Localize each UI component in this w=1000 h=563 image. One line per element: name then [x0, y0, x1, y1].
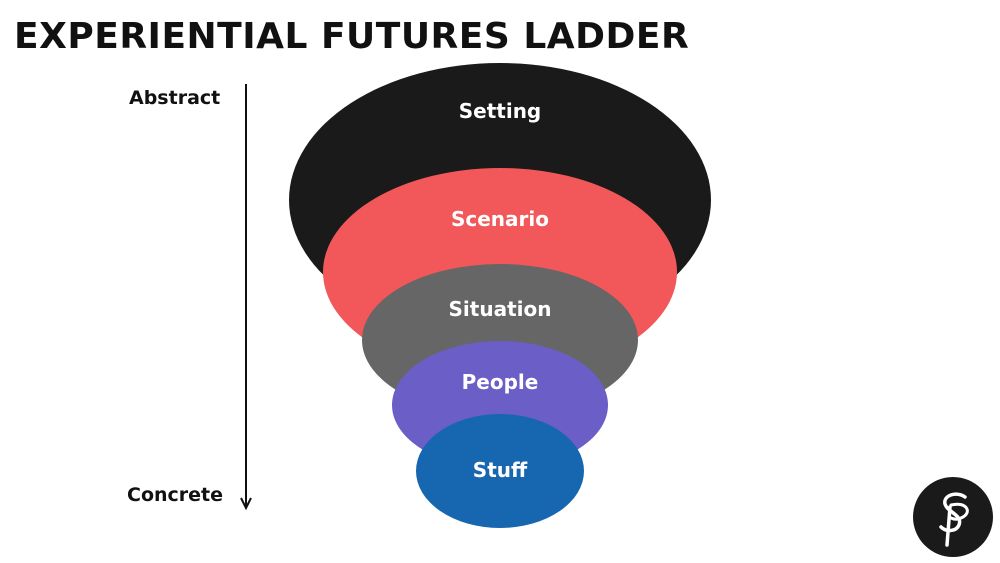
page-title: EXPERIENTIAL FUTURES LADDER — [14, 16, 690, 57]
abstract-to-concrete-arrow — [240, 84, 252, 511]
axis-label-abstract: Abstract — [129, 87, 221, 109]
level-scenario-label: Scenario — [451, 207, 549, 231]
level-stuff-label: Stuff — [473, 458, 528, 482]
level-setting-label: Setting — [459, 99, 542, 123]
level-situation-label: Situation — [449, 297, 552, 321]
level-stuff-shape — [416, 414, 584, 528]
logo-circle — [913, 477, 993, 557]
axis-label-concrete: Concrete — [127, 484, 224, 506]
level-stuff: Stuff — [416, 414, 584, 528]
sp-monogram-icon — [913, 477, 993, 557]
level-people-label: People — [462, 370, 539, 394]
